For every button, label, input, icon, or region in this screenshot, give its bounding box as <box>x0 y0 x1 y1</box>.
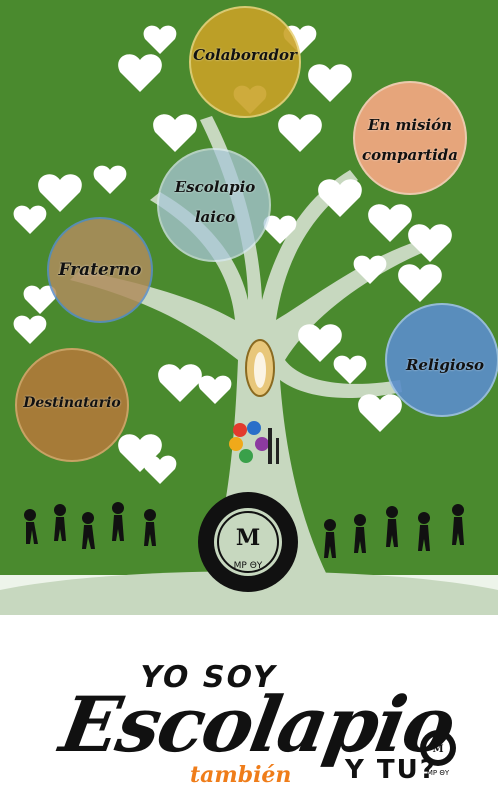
heart-icon <box>143 455 177 484</box>
heart-icon <box>38 174 82 212</box>
heart-icon <box>278 114 322 152</box>
label-destinatario-text: Destinatario <box>23 395 121 411</box>
slogan-y-tu: Y TU? <box>345 755 437 785</box>
dancing-people-icon <box>24 502 156 549</box>
heart-icon <box>318 179 362 217</box>
fi-logo-icon <box>229 421 279 464</box>
heart-icon <box>198 375 232 404</box>
label-colaborador: Colaborador <box>190 40 300 70</box>
heart-icon <box>23 285 57 314</box>
bubble-escolapio <box>157 148 271 262</box>
heart-icon <box>158 364 202 402</box>
heart-icon <box>118 434 162 472</box>
heart-icon <box>333 355 367 384</box>
label-colaborador-text: Colaborador <box>193 46 297 64</box>
label-destinatario: Destinatario <box>12 388 132 418</box>
label-escolapio-line2: laico <box>194 208 236 226</box>
heart-icon <box>263 215 297 244</box>
label-fraterno-text: Fraterno <box>58 260 142 280</box>
bubbles <box>15 6 498 462</box>
label-mision-line2: compartida <box>362 146 458 164</box>
heart-icon <box>143 25 177 54</box>
heart-icon <box>398 264 442 302</box>
heart-icon <box>13 315 47 344</box>
label-mision: En misión compartida <box>350 110 470 170</box>
svg-text:M: M <box>432 744 443 755</box>
heart-icon <box>298 324 342 362</box>
heart-icon <box>408 224 452 262</box>
bubble-mision <box>353 81 467 195</box>
bubble-religioso <box>385 303 498 417</box>
label-religioso: Religioso <box>392 350 498 380</box>
label-fraterno: Fraterno <box>45 255 155 285</box>
label-religioso-text: Religioso <box>405 356 485 374</box>
heart-icon <box>93 165 127 194</box>
heart-icon <box>353 255 387 284</box>
bubble-destinatario <box>15 348 129 462</box>
svg-text:M: M <box>236 525 260 551</box>
dancing-people-icon <box>324 504 464 558</box>
label-escolapio-line1: Escolapio <box>174 178 256 196</box>
hearts <box>13 25 452 484</box>
bubble-colaborador <box>189 6 301 118</box>
label-mision-line1: En misión <box>367 116 453 134</box>
mp-seal-icon: M MP ΘΥ <box>198 492 298 592</box>
mini-mp-seal-icon: M MP ΘΥ <box>420 730 456 777</box>
slogan-tambien: también <box>190 762 292 788</box>
virgin-icon <box>245 339 275 397</box>
mp-seal-text: MP ΘΥ <box>234 561 263 571</box>
heart-icon <box>308 64 352 102</box>
heart-icon <box>358 394 402 432</box>
label-escolapio: Escolapio laico <box>160 172 270 232</box>
heart-icon <box>153 114 197 152</box>
heart-icon <box>368 204 412 242</box>
bubble-fraterno <box>47 217 153 323</box>
mini-seal-text: MP ΘΥ <box>427 769 450 777</box>
heart-icon <box>118 54 162 92</box>
heart-icon <box>13 205 47 234</box>
